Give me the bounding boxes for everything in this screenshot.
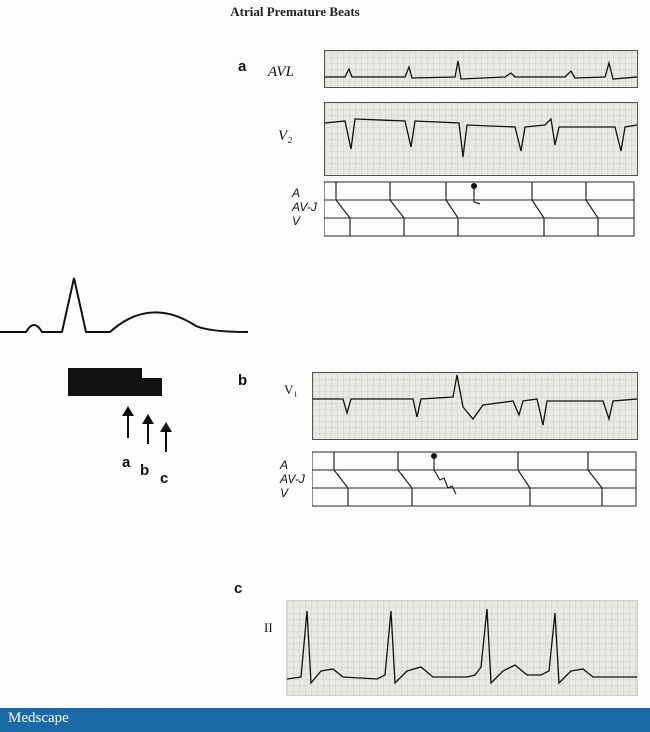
ecg-trace-v2 bbox=[325, 103, 637, 175]
ladder-b-row-avj: AV-J bbox=[280, 472, 305, 486]
lead-avl-label: AVL bbox=[268, 64, 294, 80]
ladder-diagram-a bbox=[324, 181, 635, 237]
lead-v2-label: V₂ bbox=[278, 128, 293, 144]
ladder-a-row-avj: AV-J bbox=[292, 200, 317, 214]
ladder-a-row-v: V bbox=[292, 214, 301, 228]
panel-b-label: b bbox=[238, 372, 248, 389]
ladder-a-row-a: A bbox=[292, 186, 301, 200]
ladder-b-row-a: A bbox=[280, 458, 289, 472]
ecg-strip-avl bbox=[324, 50, 638, 88]
footer-bar: Medscape bbox=[0, 708, 650, 732]
lead-v1-label: V₁ bbox=[284, 382, 298, 397]
refractory-period-bars bbox=[68, 368, 162, 396]
arrows-group bbox=[122, 406, 172, 452]
ladder-b-labels: A AV-J V bbox=[280, 458, 305, 500]
ecg-trace-ii bbox=[287, 601, 637, 695]
panel-c-label: c bbox=[234, 580, 243, 597]
ecg-strip-v1 bbox=[312, 372, 638, 440]
ladder-b-row-v: V bbox=[280, 486, 289, 500]
ladder-diagram-b bbox=[312, 451, 637, 507]
ecg-trace-avl bbox=[325, 51, 637, 87]
lead-ii-label: II bbox=[264, 620, 273, 635]
panel-a-label: a bbox=[238, 58, 247, 75]
figure-title: Atrial Premature Beats bbox=[230, 4, 360, 19]
arrow-label-b: b bbox=[140, 462, 150, 479]
medscape-logo: Medscape bbox=[8, 710, 69, 726]
arrow-label-a: a bbox=[122, 454, 131, 471]
ecg-trace-v1 bbox=[313, 373, 637, 439]
arrow-label-c: c bbox=[160, 470, 169, 487]
ecg-complex-diagram bbox=[0, 277, 249, 333]
ladder-a-labels: A AV-J V bbox=[292, 186, 317, 228]
ecg-strip-ii bbox=[286, 600, 638, 696]
ecg-strip-v2 bbox=[324, 102, 638, 176]
